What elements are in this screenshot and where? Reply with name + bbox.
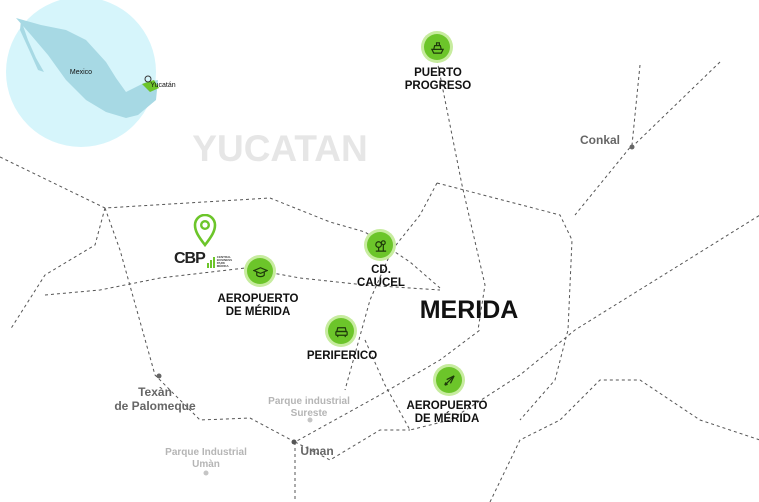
cbp-logo: CBP CENTRAL BUSINESS PARK MÉRIDA <box>174 250 235 268</box>
ship-icon[interactable] <box>424 34 450 60</box>
graduation-cap-icon[interactable] <box>247 258 273 284</box>
town-dot-uman <box>291 439 297 445</box>
tree-icon[interactable] <box>367 232 393 258</box>
road <box>44 267 441 296</box>
road <box>344 182 438 391</box>
town-label-uman: Uman <box>300 444 334 458</box>
bars-icon <box>206 254 215 268</box>
poi-label-periferico: PERIFERICO <box>306 350 378 362</box>
airplane-icon[interactable] <box>436 367 462 393</box>
car-icon[interactable] <box>328 318 354 344</box>
inset-map <box>6 0 159 147</box>
region-title: YUCATAN <box>192 128 368 169</box>
road <box>294 429 410 461</box>
road <box>489 379 759 502</box>
inset-state-label: Yucatán <box>150 82 176 89</box>
road <box>364 215 759 431</box>
park-dot-sureste <box>307 417 313 423</box>
road <box>436 59 486 331</box>
park-dot-uman <box>203 470 209 476</box>
poi-label-cd-caucel: CD.CAUCEL <box>357 264 405 290</box>
road <box>631 61 721 148</box>
location-pin-icon <box>193 214 217 248</box>
logo-tagline: CENTRAL BUSINESS PARK MÉRIDA <box>216 255 233 268</box>
town-dot-conkal <box>629 144 635 150</box>
road <box>436 182 573 421</box>
road <box>104 207 481 443</box>
road <box>9 207 106 331</box>
logo-text: CBP <box>174 250 206 267</box>
inset-country-label: Mexico <box>69 69 93 76</box>
town-dot-texan <box>156 373 162 379</box>
city-title: MERIDA <box>419 296 519 324</box>
town-label-conkal: Conkal <box>579 133 621 147</box>
